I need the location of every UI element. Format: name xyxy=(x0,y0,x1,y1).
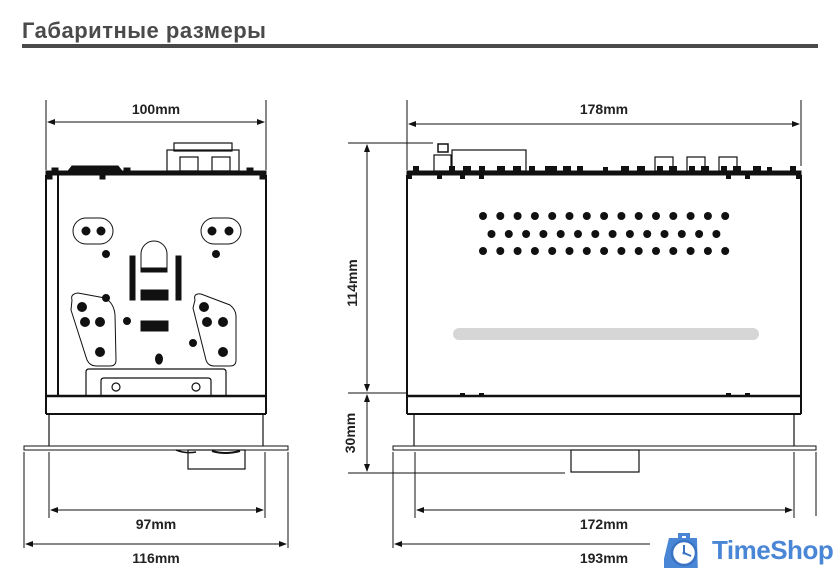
page-title: Габаритные размеры xyxy=(22,18,267,43)
top-pins xyxy=(413,166,796,171)
side-view xyxy=(23,100,289,548)
dim-body-height: 114mm xyxy=(344,259,360,306)
dim-side-inner-width: 97mm xyxy=(136,516,176,532)
vent-holes xyxy=(479,212,730,255)
dim-side-outer-width: 116mm xyxy=(132,550,179,566)
timeshop-logo: TimeShop xyxy=(664,528,834,572)
dim-base-height: 30mm xyxy=(342,413,358,453)
dim-side-width: 100mm xyxy=(132,101,180,117)
dim-front-width: 178mm xyxy=(580,101,628,117)
title-divider xyxy=(22,44,818,48)
vent-slot xyxy=(453,328,759,340)
dim-front-outer-width: 193mm xyxy=(580,550,628,566)
front-view xyxy=(348,100,817,548)
dim-front-inner-width: 172mm xyxy=(580,516,628,532)
clock-bag-icon xyxy=(664,533,698,568)
brand-name: TimeShop xyxy=(712,534,834,565)
